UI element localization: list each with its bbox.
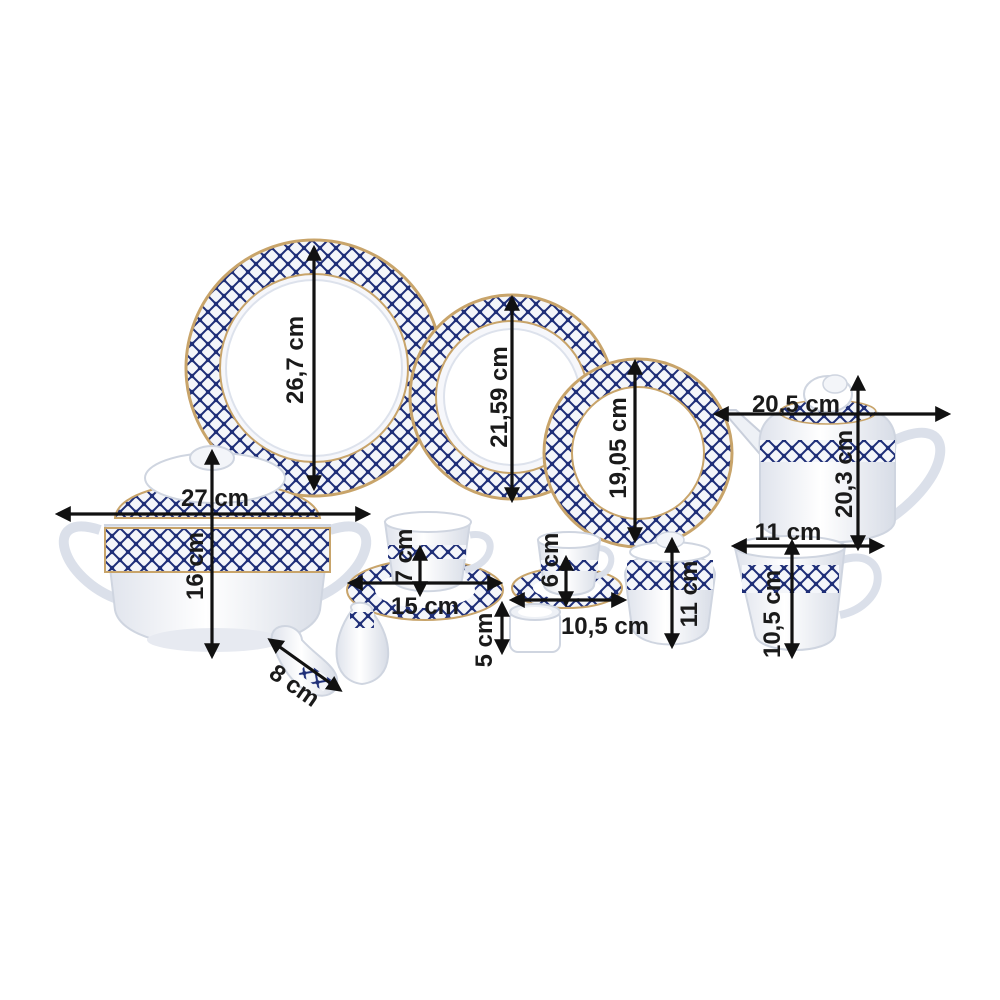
dinner-plate-diameter-label: 26,7 cm: [282, 316, 309, 404]
napkin-ring: [509, 603, 561, 653]
espresso-cup-height-label: 6 cm: [537, 533, 564, 588]
dimension-labels: 26,7 cm 21,59 cm 19,05 cm 27 cm 16 cm 7 …: [181, 316, 858, 713]
tureen-width-label: 27 cm: [181, 485, 249, 512]
dessert-plate-diameter-label: 19,05 cm: [605, 397, 632, 498]
sugar-bowl-height-label: 11 cm: [676, 561, 703, 628]
pepper-shaker: [335, 601, 390, 686]
dimension-arrows: [54, 244, 952, 692]
creamer: [733, 535, 882, 651]
dessert-plate: [542, 357, 734, 549]
teapot-height-label: 20,3 cm: [831, 430, 858, 518]
cup-height-label: 7 cm: [391, 529, 418, 584]
soup-plate-diameter-label: 21,59 cm: [486, 346, 513, 447]
tureen-height-label: 16 cm: [182, 532, 209, 600]
saucer-width-label: 15 cm: [391, 593, 459, 620]
creamer-height-label: 10,5 cm: [759, 570, 786, 658]
espresso-saucer-width-label: 10,5 cm: [561, 613, 649, 640]
creamer-width-label: 11 cm: [755, 519, 822, 546]
teapot-width-label: 20,5 cm: [752, 391, 840, 418]
napkin-ring-height-label: 5 cm: [471, 613, 498, 668]
